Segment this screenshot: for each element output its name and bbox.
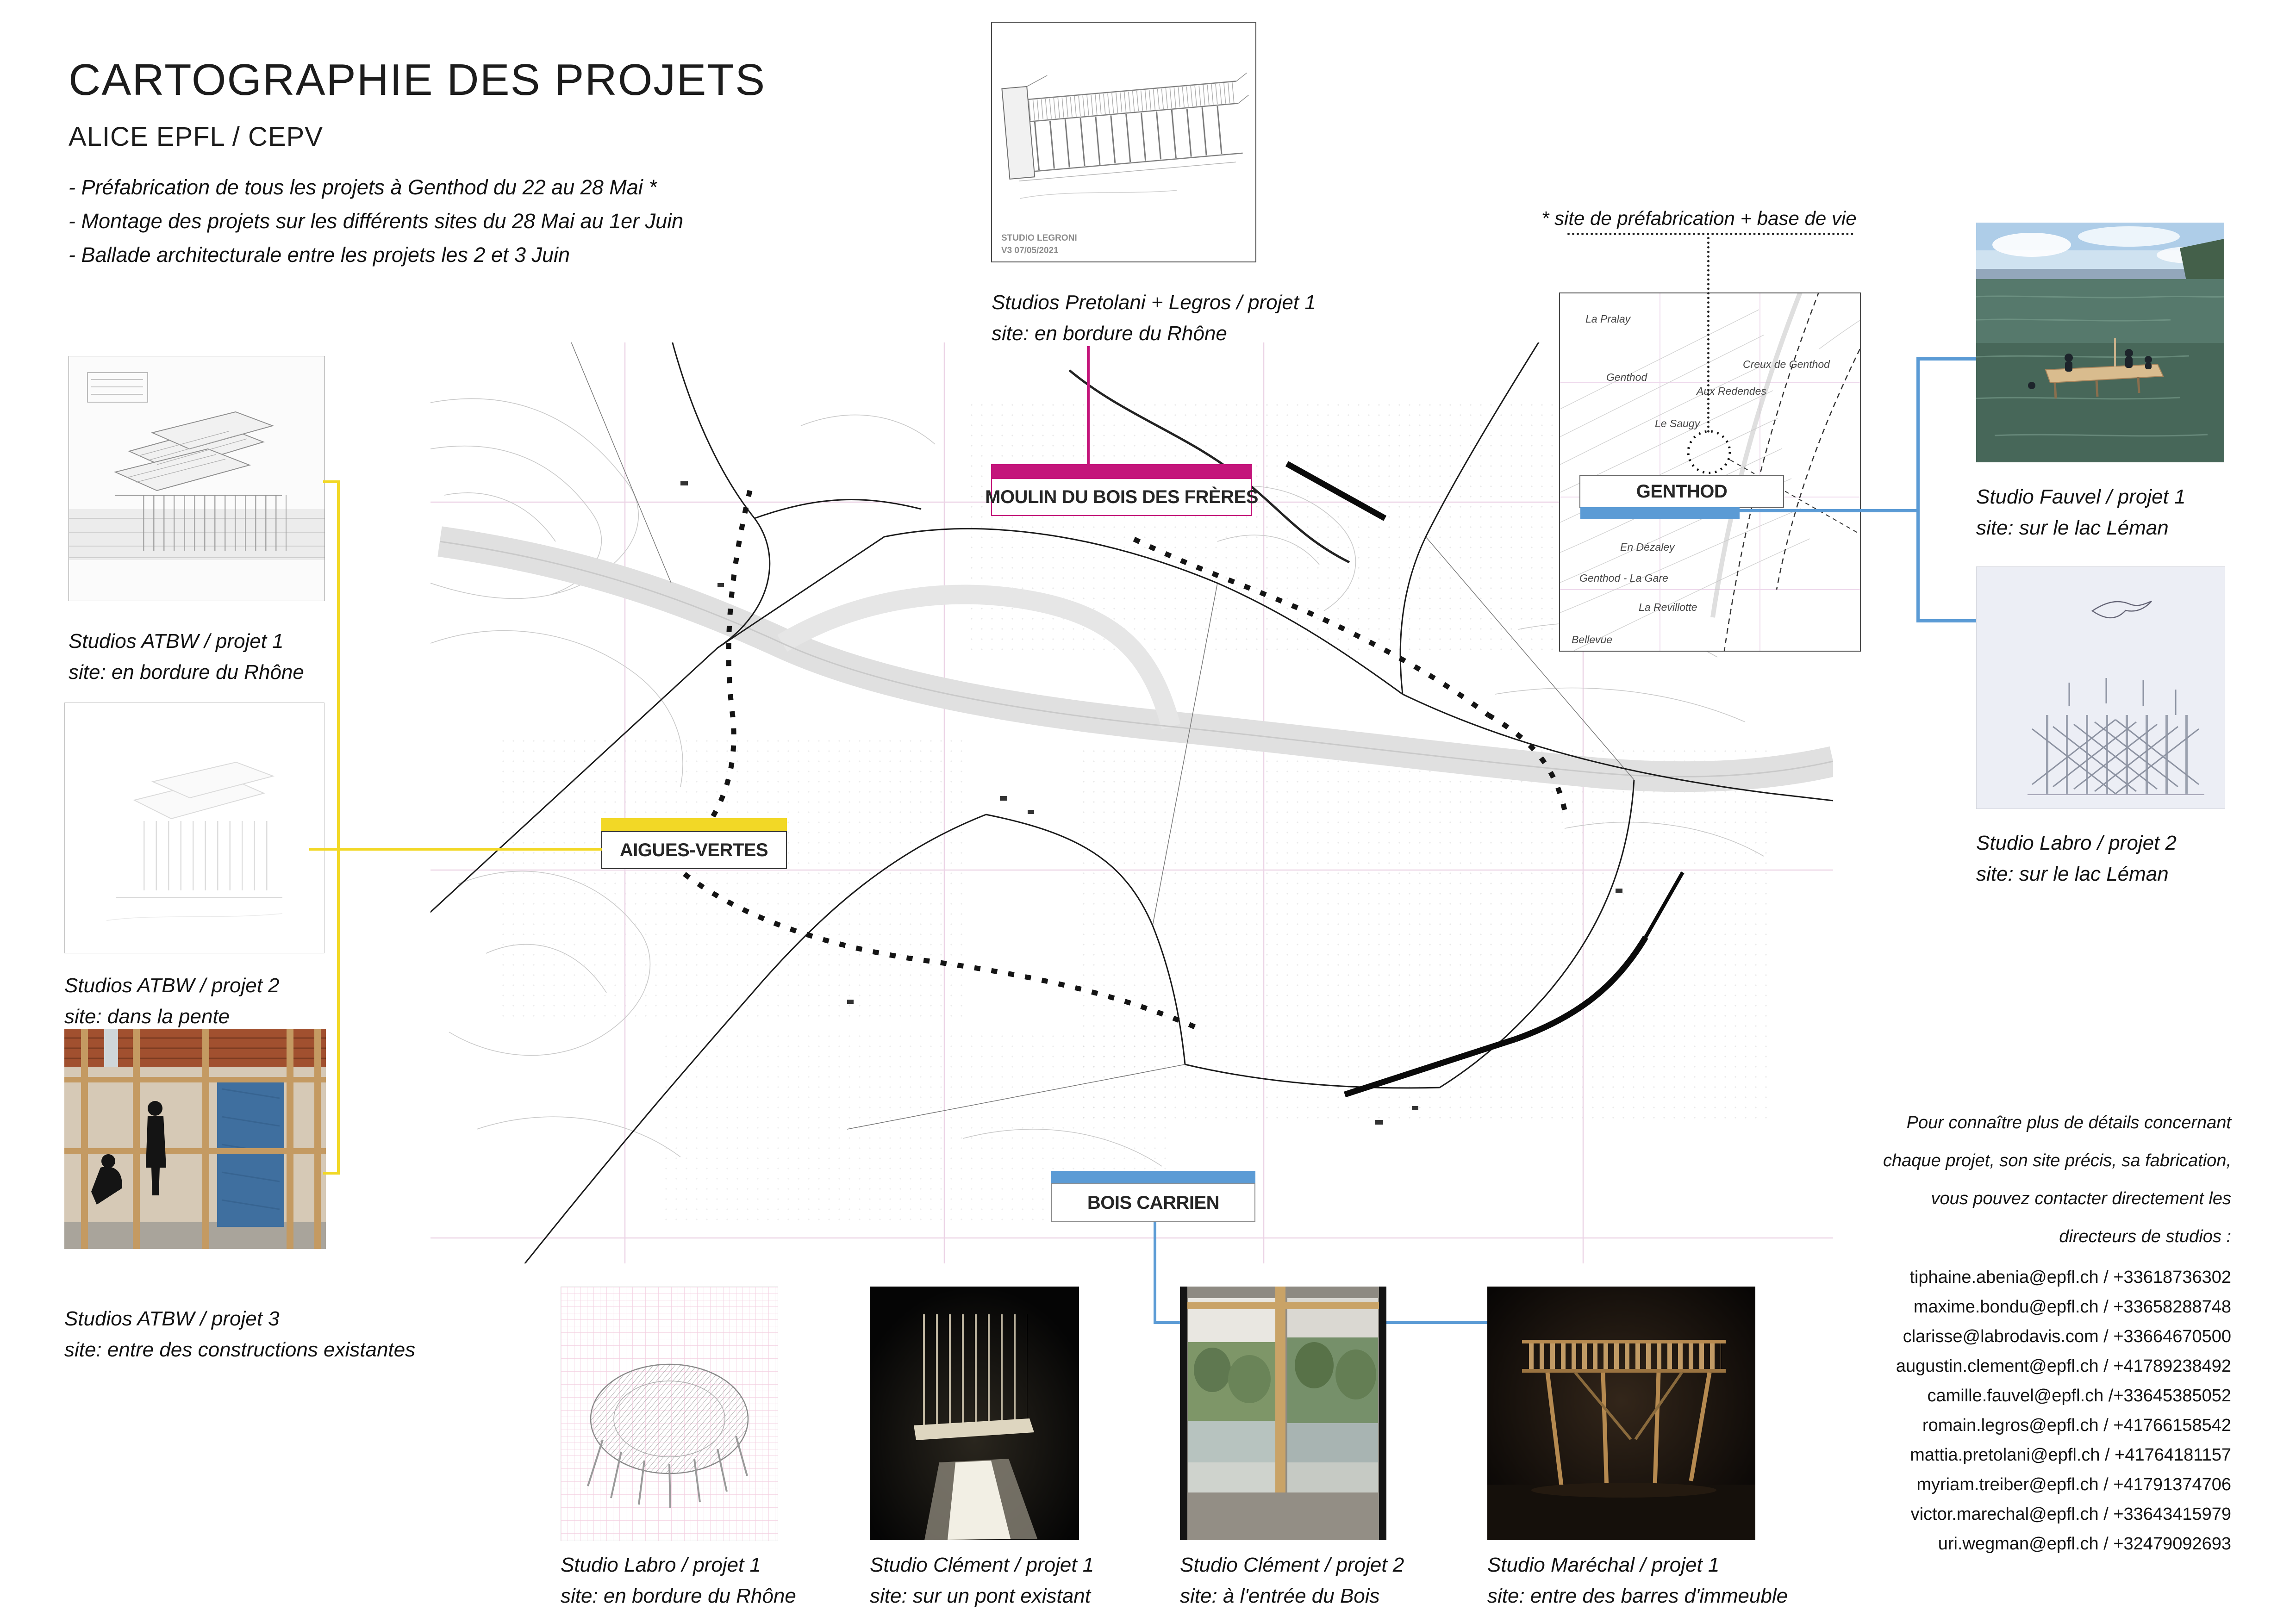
timber-beam	[1180, 1302, 1386, 1309]
caption-pretolani-legros: Studios Pretolani + Legros / projet 1 si…	[992, 291, 1316, 345]
genthod-minimap-drawing	[1560, 293, 1860, 651]
fauvel-connector-h	[1916, 357, 1976, 361]
project-image-clement-1	[870, 1287, 1079, 1540]
project-image-fauvel	[1976, 223, 2224, 462]
yellow-connector-v	[337, 480, 340, 1175]
right-connector-v	[1916, 357, 1920, 622]
genthod-label-bar	[1580, 507, 1740, 519]
contact-entry: victor.marechal@epfl.ch / +33643415979	[1910, 1505, 2231, 1524]
labro2-connector-h	[1916, 619, 1976, 622]
schedule-note-1: - Préfabrication de tous les projets à G…	[69, 175, 657, 199]
lit-walkway	[948, 1461, 1011, 1540]
minimap-railway	[1723, 293, 1860, 651]
drawing-legend	[87, 372, 148, 403]
caption-marechal: Studio Maréchal / projet 1 site: entre d…	[1487, 1554, 1788, 1607]
cloud-icon	[1992, 233, 2071, 257]
place-creux: Creux de Genthod	[1743, 358, 1830, 370]
project-image-pretolani-legros: STUDIO LEGRONI V3 07/05/2021	[991, 22, 1256, 262]
site-label-moulin: MOULIN DU BOIS DES FRÈRES	[985, 478, 1258, 516]
caption-atbw-3: Studios ATBW / projet 3 site: entre des …	[64, 1307, 416, 1361]
yellow-connector-h	[309, 848, 602, 851]
bold-route	[1285, 461, 1648, 1098]
caption-fauvel: Studio Fauvel / projet 1 site: sur le la…	[1976, 485, 2186, 539]
place-le-saugy: Le Saugy	[1655, 417, 1700, 429]
genthod-connector-h	[1739, 509, 1918, 512]
site-label-genthod: GENTHOD	[1579, 475, 1784, 508]
yellow-stub-1	[323, 480, 340, 483]
caption-atbw-2: Studios ATBW / projet 2 site: dans la pe…	[64, 974, 280, 1028]
contact-entry: clarisse@labrodavis.com / +33664670500	[1903, 1327, 2231, 1346]
building-marks	[680, 481, 1622, 1125]
schedule-note-2: - Montage des projets sur les différents…	[69, 209, 684, 233]
place-la-revillotte: La Revillotte	[1639, 601, 1697, 613]
dotted-walking-route	[669, 490, 1567, 1032]
prefab-dotted-underline	[1567, 233, 1853, 235]
project-image-atbw-3	[64, 1029, 326, 1249]
contact-entry: camille.fauvel@epfl.ch /+33645385052	[1927, 1386, 2231, 1405]
bois-connector-v	[1154, 1222, 1156, 1324]
caption-labro-1: Studio Labro / projet 1 site: en bordure…	[561, 1554, 796, 1607]
caption-labro-2: Studio Labro / projet 2 site: sur le lac…	[1976, 832, 2177, 885]
seagull-icon	[2091, 600, 2152, 619]
contact-list: tiphaine.abenia@epfl.ch / +33618736302 m…	[1896, 1262, 2231, 1559]
site-label-aigues-vertes: AIGUES-VERTES	[601, 831, 787, 869]
place-en-dezaley: En Dézaley	[1620, 541, 1675, 553]
wooden-raft	[2045, 338, 2164, 399]
caption-atbw-1: Studios ATBW / projet 1 site: en bordure…	[69, 630, 304, 684]
rhone-river	[437, 526, 1833, 792]
contact-entry: tiphaine.abenia@epfl.ch / +33618736302	[1909, 1268, 2231, 1287]
minor-roads	[571, 342, 1635, 1130]
contact-entry: augustin.clement@epfl.ch / +41789238492	[1896, 1356, 2231, 1376]
place-genthod: Genthod	[1606, 371, 1647, 383]
drawing-credit: STUDIO LEGRONI V3 07/05/2021	[1001, 233, 1077, 255]
page-subtitle: ALICE EPFL / CEPV	[69, 122, 323, 152]
axonometric-drawing	[1001, 72, 1249, 199]
yellow-stub-3	[323, 1172, 340, 1175]
prefab-site-circle	[1687, 430, 1731, 474]
contact-entry: mattia.pretolani@epfl.ch / +41764181157	[1910, 1445, 2231, 1465]
site-label-bois-carrien: BOIS CARRIEN	[1051, 1183, 1255, 1222]
canopy-model	[1522, 1340, 1726, 1491]
cloud-icon	[2078, 226, 2180, 247]
aigues-label-bar	[601, 818, 787, 831]
moulin-label-bar	[991, 464, 1252, 478]
timber-lattice-drawing	[2032, 678, 2199, 795]
place-la-pralay: La Pralay	[1585, 313, 1631, 325]
project-image-clement-2	[1180, 1287, 1386, 1540]
magenta-connector	[1087, 346, 1090, 466]
project-image-labro-1	[561, 1287, 778, 1541]
place-genthod-gare: Genthod - La Gare	[1579, 572, 1668, 584]
caption-clement-2: Studio Clément / projet 2 site: à l'entr…	[1180, 1554, 1404, 1607]
timber-post	[1275, 1287, 1285, 1540]
page-title: CARTOGRAPHIE DES PROJETS	[69, 55, 766, 105]
pavilion-roofs	[113, 411, 275, 491]
model-deck	[914, 1418, 1034, 1440]
prefab-dotted-connector	[1707, 237, 1710, 433]
caption-clement-1: Studio Clément / projet 1 site: sur un p…	[870, 1554, 1094, 1607]
project-image-atbw-2	[64, 703, 324, 953]
contact-entry: myriam.treiber@epfl.ch / +41791374706	[1916, 1475, 2231, 1494]
roads	[430, 342, 1833, 1263]
contact-intro: Pour connaître plus de détails concernan…	[1883, 1113, 2231, 1246]
genthod-minimap: La Pralay Genthod Creux de Genthod Aux R…	[1559, 292, 1861, 652]
schedule-note-3: - Ballade architecturale entre les proje…	[69, 243, 570, 267]
timber-frame	[64, 1029, 326, 1249]
person-silhouette	[91, 1101, 166, 1205]
project-image-marechal	[1487, 1287, 1755, 1540]
project-image-labro-2	[1976, 566, 2225, 809]
schedule-notes: - Préfabrication de tous les projets à G…	[69, 170, 683, 272]
contact-entry: uri.wegman@epfl.ch / +32479092693	[1938, 1534, 2231, 1554]
prefab-note: * site de préfabrication + base de vie	[1541, 207, 1857, 229]
bois-label-bar	[1051, 1171, 1255, 1183]
project-image-atbw-1	[69, 356, 325, 601]
bois-connector-h	[1154, 1321, 1695, 1324]
contact-entry: romain.legros@epfl.ch / +41766158542	[1922, 1416, 2231, 1435]
person-silhouette	[2028, 349, 2152, 389]
tree-hill	[2180, 239, 2224, 292]
place-bellevue: Bellevue	[1572, 634, 1613, 646]
contact-entry: maxime.bondu@epfl.ch / +33658288748	[1913, 1297, 2231, 1317]
